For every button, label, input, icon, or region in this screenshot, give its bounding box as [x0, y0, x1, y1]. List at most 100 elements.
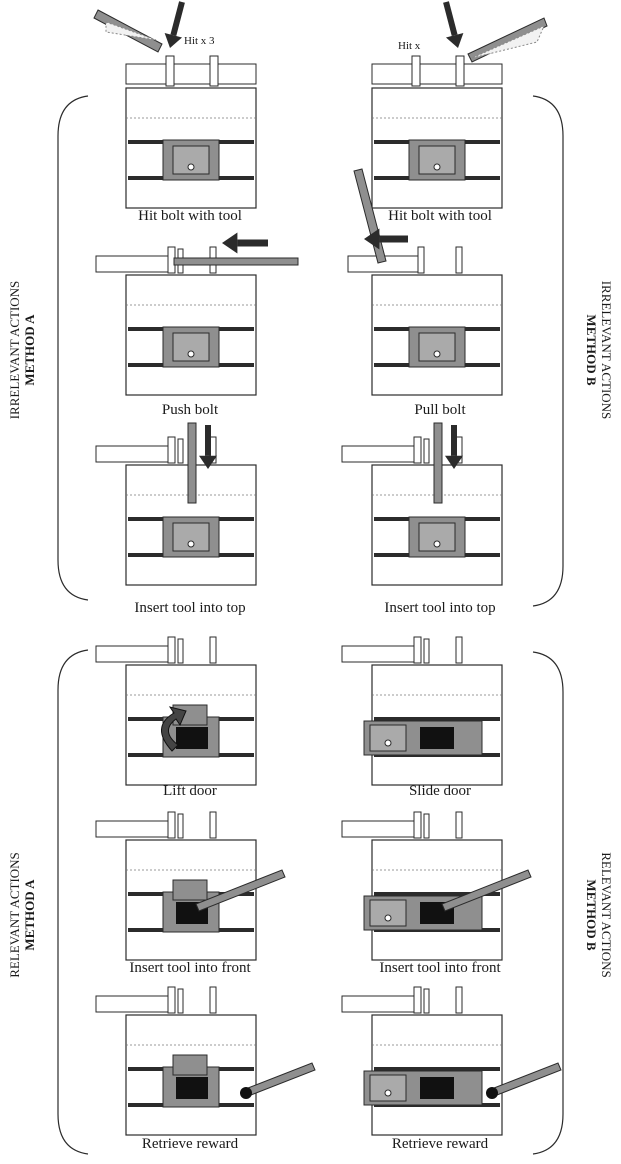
panel-right-2-door-latch [433, 350, 441, 358]
panel-right-1-bolt-knob-a [411, 55, 421, 87]
panel-left-6-lifted-door [172, 1054, 208, 1076]
group-method: METHOD B [584, 314, 599, 386]
panel-right-6-slid-door [369, 1074, 407, 1102]
panel-left-1-hit-arrow [164, 1, 185, 48]
panel-left-6-bolt-post [209, 986, 217, 1014]
panel-left-1-bolt-housing [125, 63, 257, 85]
panel-left-4-opening [176, 727, 208, 749]
group-title: IRRELEVANT ACTIONS [7, 280, 22, 420]
panel-left-3-bolt-knob [167, 436, 176, 464]
panel-left-4 [95, 636, 257, 786]
panel-right-2-bolt-knob [417, 246, 425, 274]
panel-right-3-bolt-knob [413, 436, 422, 464]
group-method: METHOD B [584, 879, 599, 951]
panel-right-5-bolt-bar [341, 820, 415, 838]
caption-left-6: Retrieve reward [141, 1136, 239, 1152]
panel-right-4-slid-door [369, 724, 407, 752]
panel-left-2 [95, 232, 299, 396]
panel-left-3-insert-arrow [199, 425, 217, 469]
panel-right-1-hit-arrow-shaft [443, 1, 458, 36]
panel-left-6-opening [176, 1077, 208, 1099]
group-label-relevant-method-b: RELEVANT ACTIONS METHOD B [584, 852, 614, 978]
panel-right-5-bolt-knob [413, 811, 422, 839]
panel-right-6-rail-top [374, 1067, 500, 1071]
panel-left-4-bolt-collar [177, 638, 184, 664]
group-label-irrelevant-method-a: IRRELEVANT ACTIONS METHOD A [7, 281, 37, 420]
panel-left-5-bolt-bar [95, 820, 169, 838]
panel-right-3-insert-arrow [445, 425, 463, 469]
panel-right-6-opening [420, 1077, 454, 1099]
group-method: METHOD A [22, 314, 37, 386]
caption-left-4: Lift door [163, 783, 217, 799]
panel-right-1-bolt-housing [371, 63, 503, 85]
group-label-relevant-method-a: RELEVANT ACTIONS METHOD A [7, 852, 37, 978]
group-method: METHOD A [22, 879, 37, 951]
hit-count-label-right: Hit x [398, 40, 421, 52]
bracket-relevant-method-a [57, 649, 89, 1155]
caption-right-3: Insert tool into top [384, 600, 496, 616]
group-title: RELEVANT ACTIONS [599, 852, 614, 978]
caption-right-4: Slide door [408, 783, 472, 799]
panel-right-6 [341, 986, 562, 1136]
panel-right-5-bolt-post [455, 811, 463, 839]
panel-right-6-bolt-collar [423, 988, 430, 1014]
panel-left-3-bolt-collar [177, 438, 184, 464]
panel-right-3 [341, 422, 503, 586]
panel-left-3-bolt-bar [95, 445, 169, 463]
panel-right-3-bolt-collar [423, 438, 430, 464]
panel-left-1-hit-arrow-shaft [170, 1, 185, 36]
panel-right-4-rail-top [374, 717, 500, 721]
panel-right-1-hit-arrow [443, 1, 464, 48]
panel-right-4-opening [420, 727, 454, 749]
panel-right-6-tool [493, 1062, 562, 1096]
panel-right-2-bolt-post [455, 246, 463, 274]
panel-right-6-bolt-post [455, 986, 463, 1014]
panel-left-1-tool-motion [105, 21, 157, 41]
panel-left-2-door-latch [187, 350, 195, 358]
panel-right-5-rail-top [374, 892, 500, 896]
panel-right-2-pull-arrow-head [364, 228, 380, 250]
panel-right-4-bolt-knob [413, 636, 422, 664]
panel-right-6-bolt-bar [341, 995, 415, 1013]
panel-right-4-bolt-bar [341, 645, 415, 663]
bracket-irrelevant-method-a [57, 95, 89, 601]
panel-left-5-lifted-door [172, 879, 208, 901]
panel-right-5 [341, 811, 532, 961]
panel-left-3-insert-arrow-head [199, 455, 217, 469]
group-title: RELEVANT ACTIONS [7, 852, 22, 978]
panel-right-3-tool [433, 422, 443, 504]
panel-left-4-bolt-knob [167, 636, 176, 664]
panel-left-4-bolt-bar [95, 645, 169, 663]
panel-left-6-bolt-bar [95, 995, 169, 1013]
panel-right-6-door-latch [384, 1089, 392, 1097]
panel-left-5 [95, 811, 286, 961]
panel-right-2 [347, 168, 503, 396]
panel-right-1 [371, 1, 548, 209]
panel-left-2-push-arrow-head [222, 232, 238, 254]
caption-right-6: Retrieve reward [391, 1136, 489, 1152]
panel-left-1 [93, 1, 257, 209]
panel-left-1-door-latch [187, 163, 195, 171]
panel-left-2-bolt-bar [95, 255, 169, 273]
caption-left-1: Hit bolt with tool [138, 208, 242, 224]
panel-left-2-push-arrow [222, 232, 268, 254]
caption-left-2: Push bolt [161, 402, 219, 418]
panel-right-1-tool-motion [471, 25, 545, 59]
caption-right-1: Hit bolt with tool [388, 208, 492, 224]
caption-left-3: Insert tool into top [134, 600, 246, 616]
bracket-irrelevant-method-b [532, 95, 564, 607]
panel-left-6-tool [247, 1062, 316, 1096]
panel-right-1-door-latch [433, 163, 441, 171]
panel-right-5-slid-door [369, 899, 407, 927]
caption-left-5: Insert tool into front [129, 960, 251, 976]
panel-right-1-hit-arrow-head [445, 32, 464, 48]
panel-left-5-bolt-collar [177, 813, 184, 839]
panel-right-3-insert-arrow-head [445, 455, 463, 469]
panel-left-1-bolt-knob-a [165, 55, 175, 87]
panel-right-4-bolt-post [455, 636, 463, 664]
panel-left-4-bolt-post [209, 636, 217, 664]
panel-left-6 [95, 986, 316, 1136]
panel-right-4 [341, 636, 503, 786]
panel-right-4-bolt-collar [423, 638, 430, 664]
